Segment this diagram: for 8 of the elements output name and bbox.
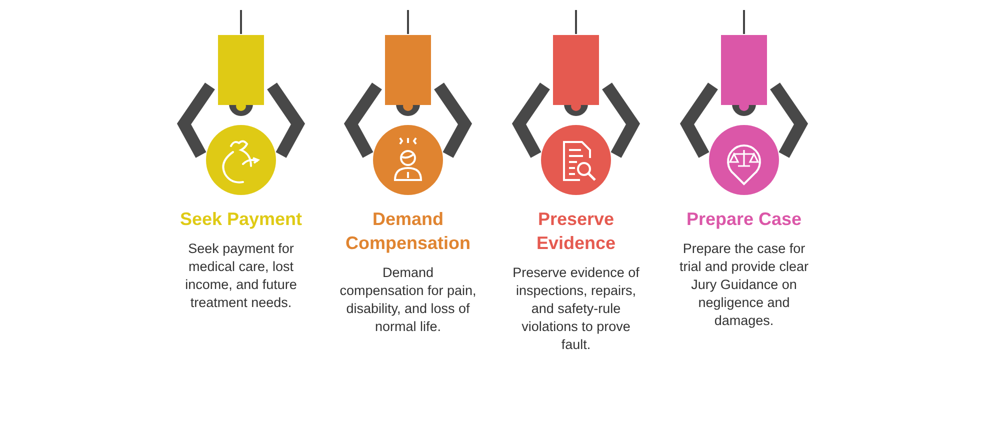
step-heading: Seek Payment bbox=[178, 208, 304, 231]
step-heading: Preserve Evidence bbox=[535, 208, 617, 255]
step-description: Demand compensation for pain, disability, and loss of normal life. bbox=[339, 264, 477, 336]
step-heading: Prepare Case bbox=[685, 208, 803, 231]
step-description: Preserve evidence of inspections, repairs, and safety-rule violations to prove fault. bbox=[512, 264, 640, 354]
step-description: Prepare the case for trial and provide clear Jury Guidance on negligence and damages. bbox=[678, 240, 810, 330]
step-heading: Demand Compensation bbox=[344, 208, 472, 255]
step-description: Seek payment for medical care, lost income, and future treatment needs. bbox=[184, 240, 298, 312]
